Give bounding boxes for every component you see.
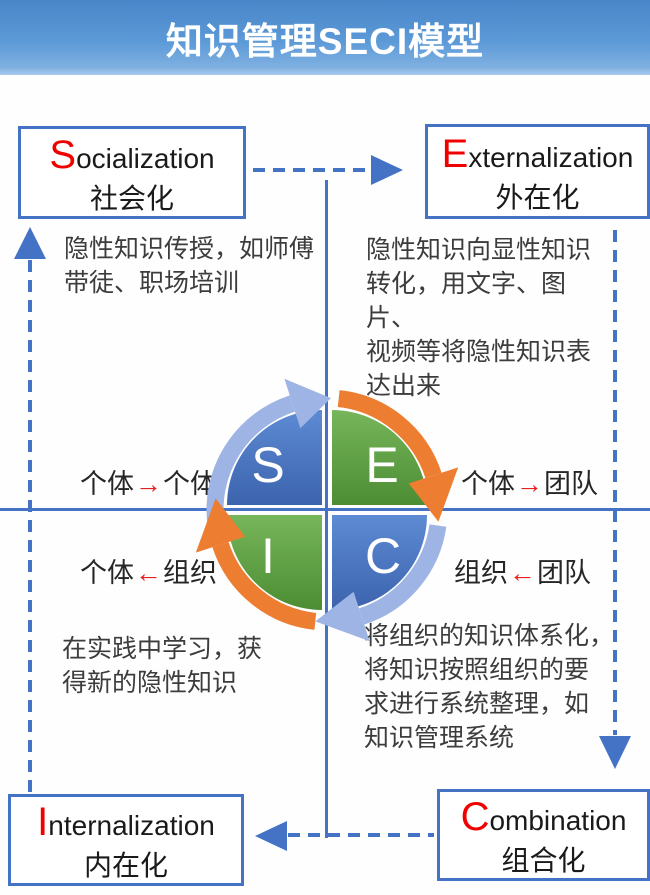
externalization-name-rest: xternalization xyxy=(468,141,634,173)
flow-from: 个体 xyxy=(461,469,515,499)
arc-arrowhead-top-icon xyxy=(284,378,331,429)
letter-e: E xyxy=(365,437,398,493)
connector-externalization-to-combination xyxy=(613,230,617,735)
combination-name-rest: ombination xyxy=(489,805,627,836)
quadrant-s-shape xyxy=(227,410,322,505)
externalization-name: Externalization xyxy=(442,129,634,179)
arc-arrowhead-bottom-icon xyxy=(315,591,370,642)
letter-s: S xyxy=(251,437,284,493)
combination-name-zh: 组合化 xyxy=(501,845,586,876)
connector-socialization-to-externalization xyxy=(253,168,371,172)
socialization-initial: S xyxy=(49,132,77,177)
arrow-right-icon: → xyxy=(135,469,162,499)
socialization-name-zh: 社会化 xyxy=(89,182,174,214)
letter-c: C xyxy=(365,528,401,584)
arrow-left-icon: ← xyxy=(509,558,536,588)
socialization-name: Socialization xyxy=(49,130,214,180)
flow-from: 个体 xyxy=(80,469,134,499)
arc-arrowhead-right-icon xyxy=(408,467,459,522)
socialization-description: 隐性知识传授，如师傅 带徒、职场培训 xyxy=(64,235,315,297)
quadrant-c-shape xyxy=(332,515,427,610)
arrow-right-icon: → xyxy=(516,469,543,499)
internalization-flow-label: 个体←组织 xyxy=(80,551,217,590)
vertical-axis-line xyxy=(325,180,328,838)
combination-name: Combination xyxy=(461,792,627,842)
connector-combination-to-internalization xyxy=(288,833,434,837)
internalization-description: 在实践中学习，获 得新的隐性知识 xyxy=(62,635,263,697)
arrowhead-left-icon xyxy=(255,821,287,851)
externalization-initial: E xyxy=(441,131,469,176)
combination-box: Combination 组合化 xyxy=(437,789,650,881)
combination-flow-label: 组织←团队 xyxy=(454,551,591,590)
externalization-box: Externalization 外在化 xyxy=(425,124,650,219)
flow-to: 团队 xyxy=(537,558,591,588)
arc-i-to-s xyxy=(212,541,317,630)
internalization-name: Internalization xyxy=(37,797,215,847)
arrow-left-icon: ← xyxy=(135,558,162,588)
arc-c-to-i xyxy=(358,524,447,625)
externalization-flow-label: 个体→团队 xyxy=(461,462,598,501)
arc-arrowhead-left-icon xyxy=(195,498,246,553)
flow-to: 组织 xyxy=(163,558,217,588)
flow-to: 团队 xyxy=(544,469,598,499)
arrowhead-up-icon xyxy=(14,227,46,259)
header: 知识管理SECI模型 xyxy=(0,0,650,75)
page-title: 知识管理SECI模型 xyxy=(165,20,485,62)
socialization-name-rest: ocialization xyxy=(76,142,215,174)
internalization-initial: I xyxy=(37,800,49,844)
arrowhead-right-icon xyxy=(371,155,403,185)
flow-from: 组织 xyxy=(454,558,508,588)
arc-e-to-c xyxy=(337,390,442,479)
seci-cycle-diagram: S E I C xyxy=(195,378,459,642)
internalization-name-rest: nternalization xyxy=(48,810,215,841)
letter-i: I xyxy=(261,528,275,584)
internalization-box: Internalization 内在化 xyxy=(8,794,244,886)
combination-initial: C xyxy=(460,795,490,839)
externalization-name-zh: 外在化 xyxy=(495,181,580,213)
arrowhead-down-icon xyxy=(599,736,631,769)
internalization-name-zh: 内在化 xyxy=(83,850,168,881)
flow-from: 个体 xyxy=(80,558,134,588)
socialization-box: Socialization 社会化 xyxy=(18,126,246,219)
combination-description: 将组织的知识体系化， 将知识按照组织的要 求进行系统整理，如 知识管理系统 xyxy=(364,622,615,752)
connector-internalization-to-socialization xyxy=(28,260,32,792)
quadrant-i-shape xyxy=(227,515,322,610)
externalization-description: 隐性知识向显性知识 转化，用文字、图片、 视频等将隐性知识表 达出来 xyxy=(366,236,592,400)
quadrant-e-shape xyxy=(332,410,427,505)
